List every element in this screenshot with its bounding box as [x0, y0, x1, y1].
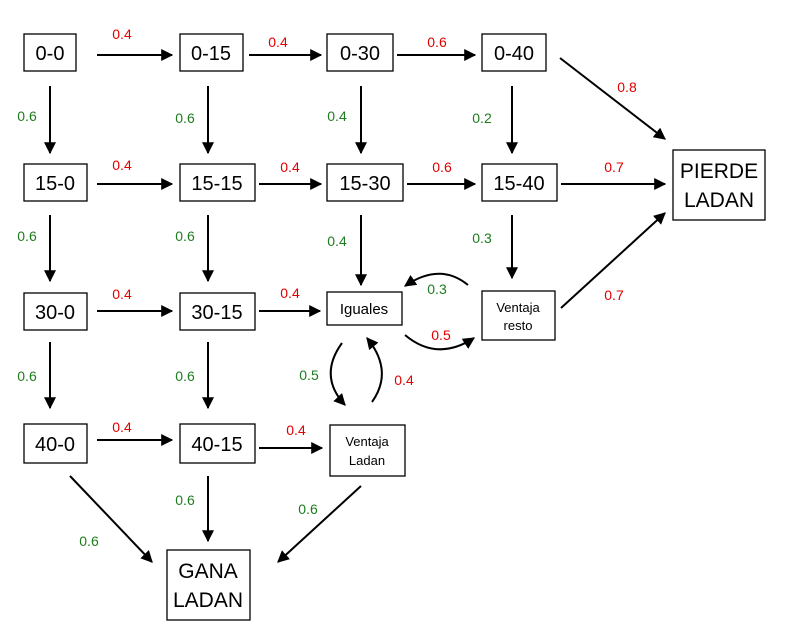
node-15-30: 15-30 — [326, 163, 404, 202]
prob-400-4015: 0.4 — [112, 419, 132, 435]
prob-300-400: 0.6 — [17, 368, 37, 384]
edges — [44, 49, 667, 563]
node-0-40: 0-40 — [481, 33, 547, 72]
node-label: 40-15 — [191, 434, 242, 456]
prob-1530-1540: 0.6 — [432, 159, 452, 175]
node-15-0: 15-0 — [23, 163, 88, 202]
node-label: 15-15 — [191, 173, 242, 195]
prob-040-1540: 0.2 — [472, 110, 492, 126]
edge-400-gana — [69, 475, 153, 563]
edge-iguales-vr — [404, 334, 476, 351]
node-30-15: 30-15 — [179, 292, 256, 331]
edge-040-pierde — [559, 57, 666, 140]
prob-015-1515: 0.6 — [175, 110, 195, 126]
node-pierde-ladan: PIERDE LADAN — [672, 149, 766, 221]
node-15-15: 15-15 — [179, 163, 256, 202]
prob-015-030: 0.4 — [268, 34, 288, 50]
node-0-15: 0-15 — [179, 33, 244, 72]
prob-300-3015: 0.4 — [112, 286, 132, 302]
node-label: 0-0 — [36, 43, 65, 65]
prob-3015-4015: 0.6 — [175, 368, 195, 384]
node-40-15: 40-15 — [179, 423, 256, 464]
node-label: 15-30 — [339, 173, 390, 195]
edge-vl-iguales — [366, 337, 383, 403]
node-label: 0-15 — [191, 43, 231, 65]
node-label: 30-15 — [191, 302, 242, 324]
prob-1515-1530: 0.4 — [280, 159, 300, 175]
node-iguales: Iguales — [326, 291, 403, 326]
edge-iguales-vl — [329, 342, 346, 406]
prob-400-gana: 0.6 — [79, 533, 99, 549]
node-label-line2: resto — [504, 318, 533, 333]
prob-vr-pierde: 0.7 — [604, 287, 624, 303]
prob-vl-iguales: 0.4 — [394, 372, 414, 388]
node-label: 30-0 — [35, 302, 75, 324]
nodes: 0-0 0-15 0-30 0-40 15-0 15-15 15-30 — [23, 33, 766, 621]
node-label-line1: Ventaja — [345, 434, 389, 449]
prob-030-040: 0.6 — [427, 34, 447, 50]
edge-vl-gana — [277, 485, 362, 563]
node-label-line1: PIERDE — [680, 160, 758, 183]
prob-1515-3015: 0.6 — [175, 228, 195, 244]
node-label: Iguales — [340, 301, 388, 318]
prob-4015-vl: 0.4 — [286, 422, 306, 438]
node-gana-ladan: GANA LADAN — [166, 549, 251, 621]
node-label: 40-0 — [35, 434, 75, 456]
node-label: 0-40 — [494, 43, 534, 65]
node-40-0: 40-0 — [23, 423, 88, 464]
node-ventaja-ladan: Ventaja Ladan — [329, 424, 406, 477]
node-label: 0-30 — [340, 43, 380, 65]
node-label-line2: LADAN — [684, 189, 754, 212]
node-0-30: 0-30 — [326, 33, 394, 72]
prob-vr-iguales: 0.3 — [427, 281, 447, 297]
edge-vr-pierde — [560, 212, 666, 309]
prob-1540-pierde: 0.7 — [604, 159, 624, 175]
node-label: 15-40 — [493, 173, 544, 195]
node-label-line1: GANA — [178, 560, 238, 583]
node-15-40: 15-40 — [481, 163, 558, 202]
prob-150-1515: 0.4 — [112, 157, 132, 173]
prob-4015-gana: 0.6 — [175, 492, 195, 508]
node-label-line2: Ladan — [349, 453, 385, 468]
node-0-0: 0-0 — [23, 33, 77, 72]
prob-150-300: 0.6 — [17, 228, 37, 244]
prob-00-015: 0.4 — [112, 26, 132, 42]
prob-1530-iguales: 0.4 — [327, 233, 347, 249]
prob-030-1530: 0.4 — [327, 108, 347, 124]
node-label: 15-0 — [35, 173, 75, 195]
prob-040-pierde: 0.8 — [617, 79, 637, 95]
prob-vl-gana: 0.6 — [298, 501, 318, 517]
prob-1540-vr: 0.3 — [472, 230, 492, 246]
node-ventaja-resto: Ventaja resto — [481, 290, 556, 341]
prob-3015-iguales: 0.4 — [280, 285, 300, 301]
prob-iguales-vr: 0.5 — [431, 327, 451, 343]
node-30-0: 30-0 — [23, 292, 88, 331]
edge-vr-iguales — [404, 272, 469, 287]
prob-00-150: 0.6 — [17, 108, 37, 124]
probability-labels: 0.4 0.4 0.6 0.8 0.4 0.4 0.6 0.7 0.4 0.4 … — [17, 26, 637, 549]
node-label-line1: Ventaja — [496, 300, 540, 315]
node-label-line2: LADAN — [173, 589, 243, 612]
prob-iguales-vl: 0.5 — [299, 367, 319, 383]
